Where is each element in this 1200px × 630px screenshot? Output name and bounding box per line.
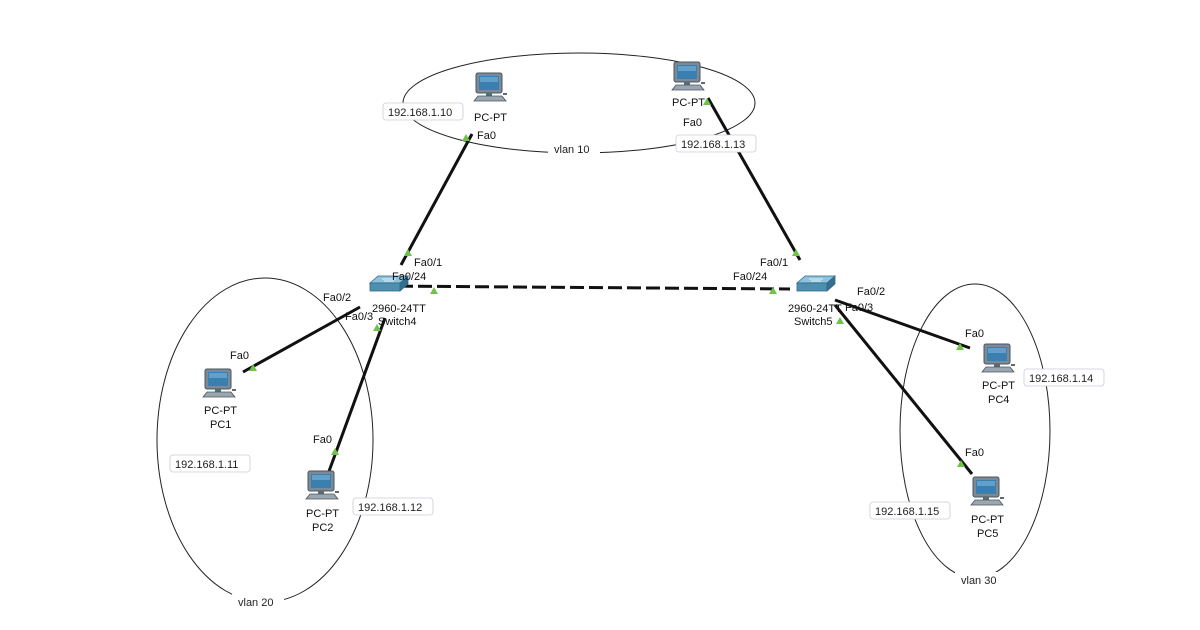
ip-box — [352, 497, 434, 516]
ip-box — [1023, 368, 1105, 387]
link-up-indicator — [792, 249, 800, 256]
link-sw4-pc2 — [326, 317, 387, 475]
port-label-fa0: Fa0 — [965, 328, 984, 340]
pc-top-right[interactable]: PC-PT — [671, 61, 706, 109]
port-label-fa0-2: Fa0/2 — [857, 286, 885, 298]
pc-type-label: PC-PT — [971, 514, 1004, 526]
pc-type-label: PC-PT — [982, 380, 1015, 392]
link-sw5-pc5 — [833, 304, 974, 475]
ip-label-192-168-1-15: 192.168.1.15 — [869, 501, 951, 520]
link-up-indicator — [249, 364, 257, 371]
pc-name-label: PC5 — [977, 528, 998, 540]
vlan-label-bg — [955, 572, 1001, 588]
port-label-fa0: Fa0 — [965, 447, 984, 459]
pc-type-label: PC-PT — [204, 405, 237, 417]
link-sw5-pc4 — [834, 298, 971, 350]
link-up-indicator — [769, 287, 777, 294]
switch5-model-label: 2960-24TT — [788, 303, 842, 315]
vlan-label-bg — [548, 141, 600, 157]
pc-type-label: PC-PT — [306, 508, 339, 520]
link-up-indicator — [703, 98, 711, 105]
ip-text: 192.168.1.14 — [1029, 373, 1093, 385]
switch4-model-label: 2960-24TT — [372, 303, 426, 315]
link-sw5-pc-top-right — [706, 97, 802, 261]
pc-icon — [202, 368, 237, 398]
ip-text: 192.168.1.12 — [358, 502, 422, 514]
vlan-text: vlan 20 — [238, 597, 273, 609]
link-up-indicator — [462, 134, 470, 141]
pc5[interactable]: PC-PT PC5 — [970, 476, 1005, 540]
ip-label-192-168-1-13: 192.168.1.13 — [675, 134, 757, 153]
ip-text: 192.168.1.10 — [388, 107, 452, 119]
pc-icon — [671, 61, 706, 91]
port-label-fa0-1: Fa0/1 — [414, 257, 442, 269]
ip-text: 192.168.1.13 — [681, 139, 745, 151]
pc-icon — [981, 343, 1016, 373]
vlan10-label: vlan 10 — [548, 141, 600, 157]
pc-icon — [473, 72, 508, 102]
link-sw4-pc1 — [242, 305, 361, 374]
pc4[interactable]: PC-PT PC4 — [981, 343, 1016, 406]
ip-label-192-168-1-10: 192.168.1.10 — [382, 102, 464, 121]
switch4-name-label: Switch4 — [378, 316, 417, 328]
port-label-fa0: Fa0 — [313, 434, 332, 446]
pc-name-label: PC2 — [312, 522, 333, 534]
pc-name-label: PC1 — [210, 419, 231, 431]
ip-label-192-168-1-12: 192.168.1.12 — [352, 497, 434, 516]
link-up-indicator — [331, 448, 339, 455]
trunk-link-sw4-sw5 — [379, 284, 791, 291]
port-label-fa0-3: Fa0/3 — [345, 311, 373, 323]
ip-label-192-168-1-14: 192.168.1.14 — [1023, 368, 1105, 387]
ip-box — [675, 134, 757, 153]
pc-top-left[interactable]: PC-PT — [473, 72, 508, 124]
pc-type-label: PC-PT — [474, 112, 507, 124]
switch-icon — [796, 275, 836, 292]
link-up-indicator — [373, 324, 381, 331]
pc-type-label: PC-PT — [672, 97, 705, 109]
ip-box — [169, 454, 251, 473]
switch5-name-label: Switch5 — [794, 316, 833, 328]
vlan-text: vlan 30 — [961, 575, 996, 587]
pc-icon — [305, 470, 340, 500]
switch4[interactable]: 2960-24TT Switch4 — [369, 275, 426, 328]
switch5[interactable]: 2960-24TT Switch5 — [788, 275, 842, 328]
port-label-fa0-3: Fa0/3 — [845, 302, 873, 314]
port-label-fa0-2: Fa0/2 — [323, 292, 351, 304]
port-label-fa0-1: Fa0/1 — [760, 257, 788, 269]
pc-name-label: PC4 — [988, 394, 1009, 406]
link-sw4-pc-top-left — [399, 133, 474, 266]
vlan-text: vlan 10 — [554, 144, 589, 156]
link-indicators — [249, 98, 965, 467]
port-label-fa0: Fa0 — [683, 117, 702, 129]
link-up-indicator — [957, 460, 965, 467]
ip-box — [869, 501, 951, 520]
link-up-indicator — [956, 343, 964, 350]
ip-text: 192.168.1.15 — [875, 506, 939, 518]
port-label-fa0-24: Fa0/24 — [392, 271, 426, 283]
vlan-label-bg — [232, 594, 284, 610]
port-label-fa0: Fa0 — [230, 350, 249, 362]
port-label-fa0: Fa0 — [477, 130, 496, 142]
vlan30-label: vlan 30 — [955, 572, 1001, 588]
link-up-indicator — [404, 249, 412, 256]
ip-text: 192.168.1.11 — [175, 459, 238, 471]
ip-label-192-168-1-11: 192.168.1.11 — [169, 454, 251, 473]
link-up-indicator — [836, 317, 844, 324]
pc1[interactable]: PC-PT PC1 — [202, 368, 237, 431]
link-up-indicator — [430, 287, 438, 294]
pc-icon — [970, 476, 1005, 506]
port-label-fa0-24: Fa0/24 — [733, 271, 767, 283]
ip-box — [382, 102, 464, 121]
pc2[interactable]: PC-PT PC2 — [305, 470, 340, 534]
vlan20-label: vlan 20 — [232, 594, 284, 610]
